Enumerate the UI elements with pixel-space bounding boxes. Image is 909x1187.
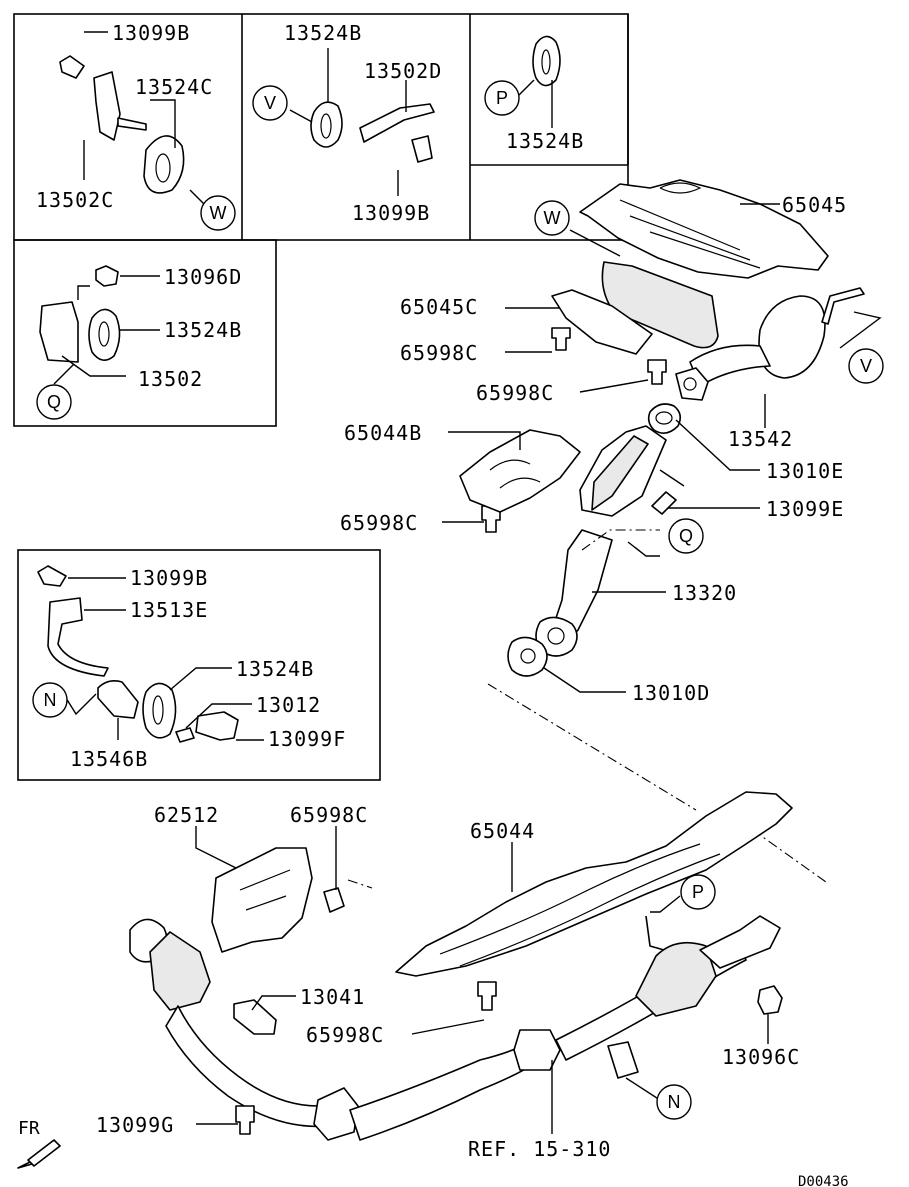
label-fr: FR xyxy=(18,1118,40,1139)
label-13012: 13012 xyxy=(256,693,321,717)
label-65998C-d: 65998C xyxy=(290,803,368,827)
label-13546B: 13546B xyxy=(70,747,148,771)
svg-text:W: W xyxy=(210,203,227,223)
svg-text:P: P xyxy=(692,882,704,902)
box2-parts xyxy=(289,48,435,196)
svg-text:Q: Q xyxy=(47,392,61,412)
label-62512: 62512 xyxy=(154,803,219,827)
detail-box-frames xyxy=(13,13,629,781)
label-13542: 13542 xyxy=(728,427,793,451)
main-dashed-guides xyxy=(487,683,827,883)
callout-P-top: P xyxy=(484,80,520,116)
callout-P-lower: P xyxy=(680,874,716,910)
label-13096D: 13096D xyxy=(164,265,242,289)
label-13099F: 13099F xyxy=(268,727,346,751)
main-muffler-13542 xyxy=(601,261,865,401)
heat-protector-65044B xyxy=(459,429,581,513)
svg-text:N: N xyxy=(668,1092,681,1112)
label-13041: 13041 xyxy=(300,985,365,1009)
heat-protector-65044 xyxy=(395,791,793,977)
label-65045C: 65045C xyxy=(400,295,478,319)
label-13502C: 13502C xyxy=(36,188,114,212)
label-13502D: 13502D xyxy=(364,59,442,83)
label-65998C-c: 65998C xyxy=(340,511,418,535)
lower-leaders xyxy=(195,826,769,1134)
label-65998C-a: 65998C xyxy=(400,341,478,365)
lower-small-parts xyxy=(233,887,783,1135)
svg-text:V: V xyxy=(860,356,872,376)
callout-N-lower: N xyxy=(656,1084,692,1120)
callout-V-top: V xyxy=(252,85,288,121)
label-13099E: 13099E xyxy=(766,497,844,521)
label-13010D: 13010D xyxy=(632,681,710,705)
box3-parts xyxy=(517,35,561,128)
label-13099G: 13099G xyxy=(96,1113,174,1137)
box1-parts xyxy=(59,31,206,206)
label-ref-15-310: REF. 15-310 xyxy=(468,1137,611,1161)
callout-N-box: N xyxy=(32,682,68,718)
callout-V-main: V xyxy=(848,348,884,384)
label-13099B-box5: 13099B xyxy=(130,566,208,590)
diagram-id: D00436 xyxy=(798,1174,849,1187)
svg-text:Q: Q xyxy=(679,526,693,546)
exhaust-pipe-lower xyxy=(129,915,781,1141)
label-13320: 13320 xyxy=(672,581,737,605)
front-arrow-icon xyxy=(17,1139,61,1169)
label-13513E: 13513E xyxy=(130,598,208,622)
label-65044B: 65044B xyxy=(344,421,422,445)
label-13524B-box4: 13524B xyxy=(164,318,242,342)
bolts-upper xyxy=(481,327,677,533)
svg-text:W: W xyxy=(544,208,561,228)
label-13524B-box5: 13524B xyxy=(236,657,314,681)
heat-protector-65045C xyxy=(551,289,653,355)
svg-text:N: N xyxy=(44,690,57,710)
label-13524B-box3: 13524B xyxy=(506,129,584,153)
label-13524B-box2: 13524B xyxy=(284,21,362,45)
box5-parts xyxy=(37,565,264,743)
label-65998C-e: 65998C xyxy=(306,1023,384,1047)
front-pipe-13320 xyxy=(535,425,667,657)
label-65998C-b: 65998C xyxy=(476,381,554,405)
callout-W-main: W xyxy=(534,200,570,236)
label-13524C: 13524C xyxy=(135,75,213,99)
label-13010E: 13010E xyxy=(766,459,844,483)
heat-protector-65045 xyxy=(579,179,829,279)
label-13502: 13502 xyxy=(138,367,203,391)
gasket-13010E xyxy=(647,403,682,434)
label-13099B-box2: 13099B xyxy=(352,201,430,225)
label-65045: 65045 xyxy=(782,193,847,217)
bracket-62512 xyxy=(211,847,313,953)
svg-text:P: P xyxy=(496,88,508,108)
label-13096C: 13096C xyxy=(722,1045,800,1069)
box4-parts xyxy=(39,265,160,385)
callout-W-top: W xyxy=(200,195,236,231)
label-65044: 65044 xyxy=(470,819,535,843)
callout-Q-top: Q xyxy=(36,384,72,420)
callout-Q-main: Q xyxy=(668,518,704,554)
main-upper-leaders xyxy=(442,203,882,693)
gasket-13010D xyxy=(507,636,548,677)
label-13099B-box1: 13099B xyxy=(112,21,190,45)
svg-text:V: V xyxy=(264,93,276,113)
